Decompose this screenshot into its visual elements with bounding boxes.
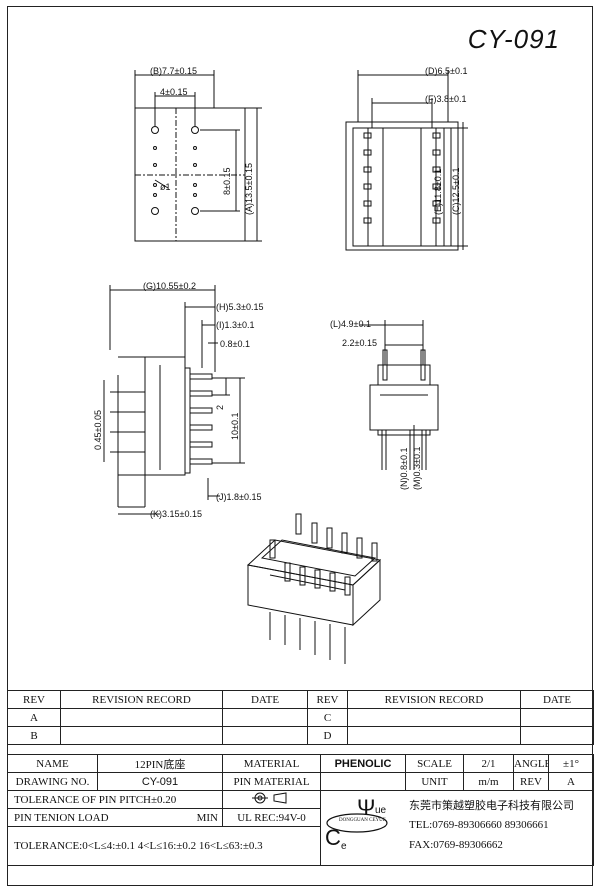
scale-value: 2/1 <box>463 754 514 773</box>
drawing-title: CY-091 <box>467 24 560 54</box>
svg-text:e: e <box>341 841 347 852</box>
top-view-holes <box>151 126 199 215</box>
name-value: 12PIN底座 <box>97 754 223 773</box>
company-block: C e Ψ ue DONGGUAN CEYUE 东莞市策越塑胶电子科技有限公司 … <box>320 790 594 866</box>
unit-label: UNIT <box>405 772 464 791</box>
dim-8: 8±0.15 <box>222 168 232 195</box>
projection-symbol-icon <box>251 792 286 804</box>
tolerance-symbol <box>222 790 321 809</box>
rev-value: A <box>548 772 594 791</box>
dim-10: 10±0.1 <box>230 413 240 440</box>
front-view-pins <box>110 373 213 465</box>
title-block: NAME 12PIN底座 MATERIAL PHENOLIC SCALE 2/1… <box>7 754 594 866</box>
dim-f: (F)3.8±0.1 <box>425 94 466 104</box>
rev-col-right: REV <box>307 690 348 709</box>
rev-a: A <box>7 708 61 727</box>
angle-value: ±1° <box>548 754 594 773</box>
rev-col-left: REV <box>7 690 61 709</box>
dim-k: (K)3.15±0.15 <box>150 509 202 519</box>
record-col-left: REVISION RECORD <box>60 690 223 709</box>
dim-n: (N)0.8±0.1 <box>399 448 409 490</box>
record-col-right: REVISION RECORD <box>347 690 521 709</box>
scale-label: SCALE <box>405 754 464 773</box>
pin-tension: PIN TENION LOAD MIN <box>7 808 223 827</box>
side-view-body <box>345 121 459 251</box>
company-fax: FAX:0769-89306662 <box>409 839 503 851</box>
date-col-left: DATE <box>222 690 308 709</box>
tolerance-general: TOLERANCE:0<L≤4:±0.1 4<L≤16:±0.2 16<L≤63… <box>7 826 321 866</box>
svg-text:Ψ: Ψ <box>357 795 375 820</box>
dim-h: (H)5.3±0.15 <box>216 302 263 312</box>
min-label: MIN <box>196 811 218 824</box>
dim-c: (C)12.5±0.1 <box>451 168 461 215</box>
svg-text:C: C <box>325 825 341 850</box>
dim-a: (A)13.5±0.15 <box>244 163 254 215</box>
tolerance-pitch: TOLERANCE OF PIN PITCH±0.20 <box>7 790 223 809</box>
dim-pitch4: 4±0.15 <box>160 87 187 97</box>
dim-e: (E)11.8±0.1 <box>433 169 443 215</box>
dim-b: (B)7.7±0.15 <box>150 66 197 76</box>
dim-g: (G)10.55±0.2 <box>143 281 196 291</box>
isometric-view <box>246 513 382 664</box>
rev-b: B <box>7 726 61 745</box>
side-view-pins <box>363 132 441 224</box>
dim-08: 0.8±0.1 <box>220 339 250 349</box>
dim-d: (D)6.5±0.1 <box>425 66 467 76</box>
revision-header-row: REV REVISION RECORD DATE REV REVISION RE… <box>7 690 594 709</box>
rev-c: C <box>307 708 348 727</box>
revision-row: B D <box>7 726 594 745</box>
svg-text:ue: ue <box>375 805 387 816</box>
dim-045: 0.45±0.05 <box>93 410 103 450</box>
drawing-sheet <box>7 6 593 886</box>
rev-label: REV <box>513 772 549 791</box>
rev-d: D <box>307 726 348 745</box>
company-name: 东莞市策越塑胶电子科技有限公司 <box>409 800 574 812</box>
front-view-body <box>144 356 186 476</box>
unit-value: m/m <box>463 772 514 791</box>
material-label: MATERIAL <box>222 754 321 773</box>
company-tel: TEL:0769-89306660 89306661 <box>409 819 549 831</box>
end-view-pins <box>381 349 427 470</box>
pin-material-label: PIN MATERIAL <box>222 772 321 791</box>
dim-j: (J)1.8±0.15 <box>216 492 261 502</box>
drawing-no-label: DRAWING NO. <box>7 772 98 791</box>
technical-drawing: (B)7.7±0.15 4±0.15 ø1 8±0.15 (A)13.5±0.1… <box>93 66 468 664</box>
revision-table: REV REVISION RECORD DATE REV REVISION RE… <box>7 690 594 745</box>
angle-label: ANGLE <box>513 754 549 773</box>
dim-2: 2 <box>215 405 225 410</box>
dim-l: (L)4.9±0.1 <box>330 319 371 329</box>
dim-m: (M)0.3±0.1 <box>412 447 422 490</box>
end-view-body <box>369 384 439 431</box>
revision-row: A C <box>7 708 594 727</box>
drawing-no-value: CY-091 <box>97 772 223 791</box>
date-col-right: DATE <box>520 690 594 709</box>
name-label: NAME <box>7 754 98 773</box>
logo-ring-text: DONGGUAN CEYUE <box>339 818 386 823</box>
ul-rec: UL REC:94V-0 <box>222 808 321 827</box>
company-logo-icon: C e Ψ ue <box>325 795 388 852</box>
dim-i: (I)1.3±0.1 <box>216 320 254 330</box>
material-value: PHENOLIC <box>320 754 406 773</box>
dim-phi1: ø1 <box>160 182 171 192</box>
dim-22: 2.2±0.15 <box>342 338 377 348</box>
pin-tension-label: PIN TENION LOAD <box>14 811 109 824</box>
